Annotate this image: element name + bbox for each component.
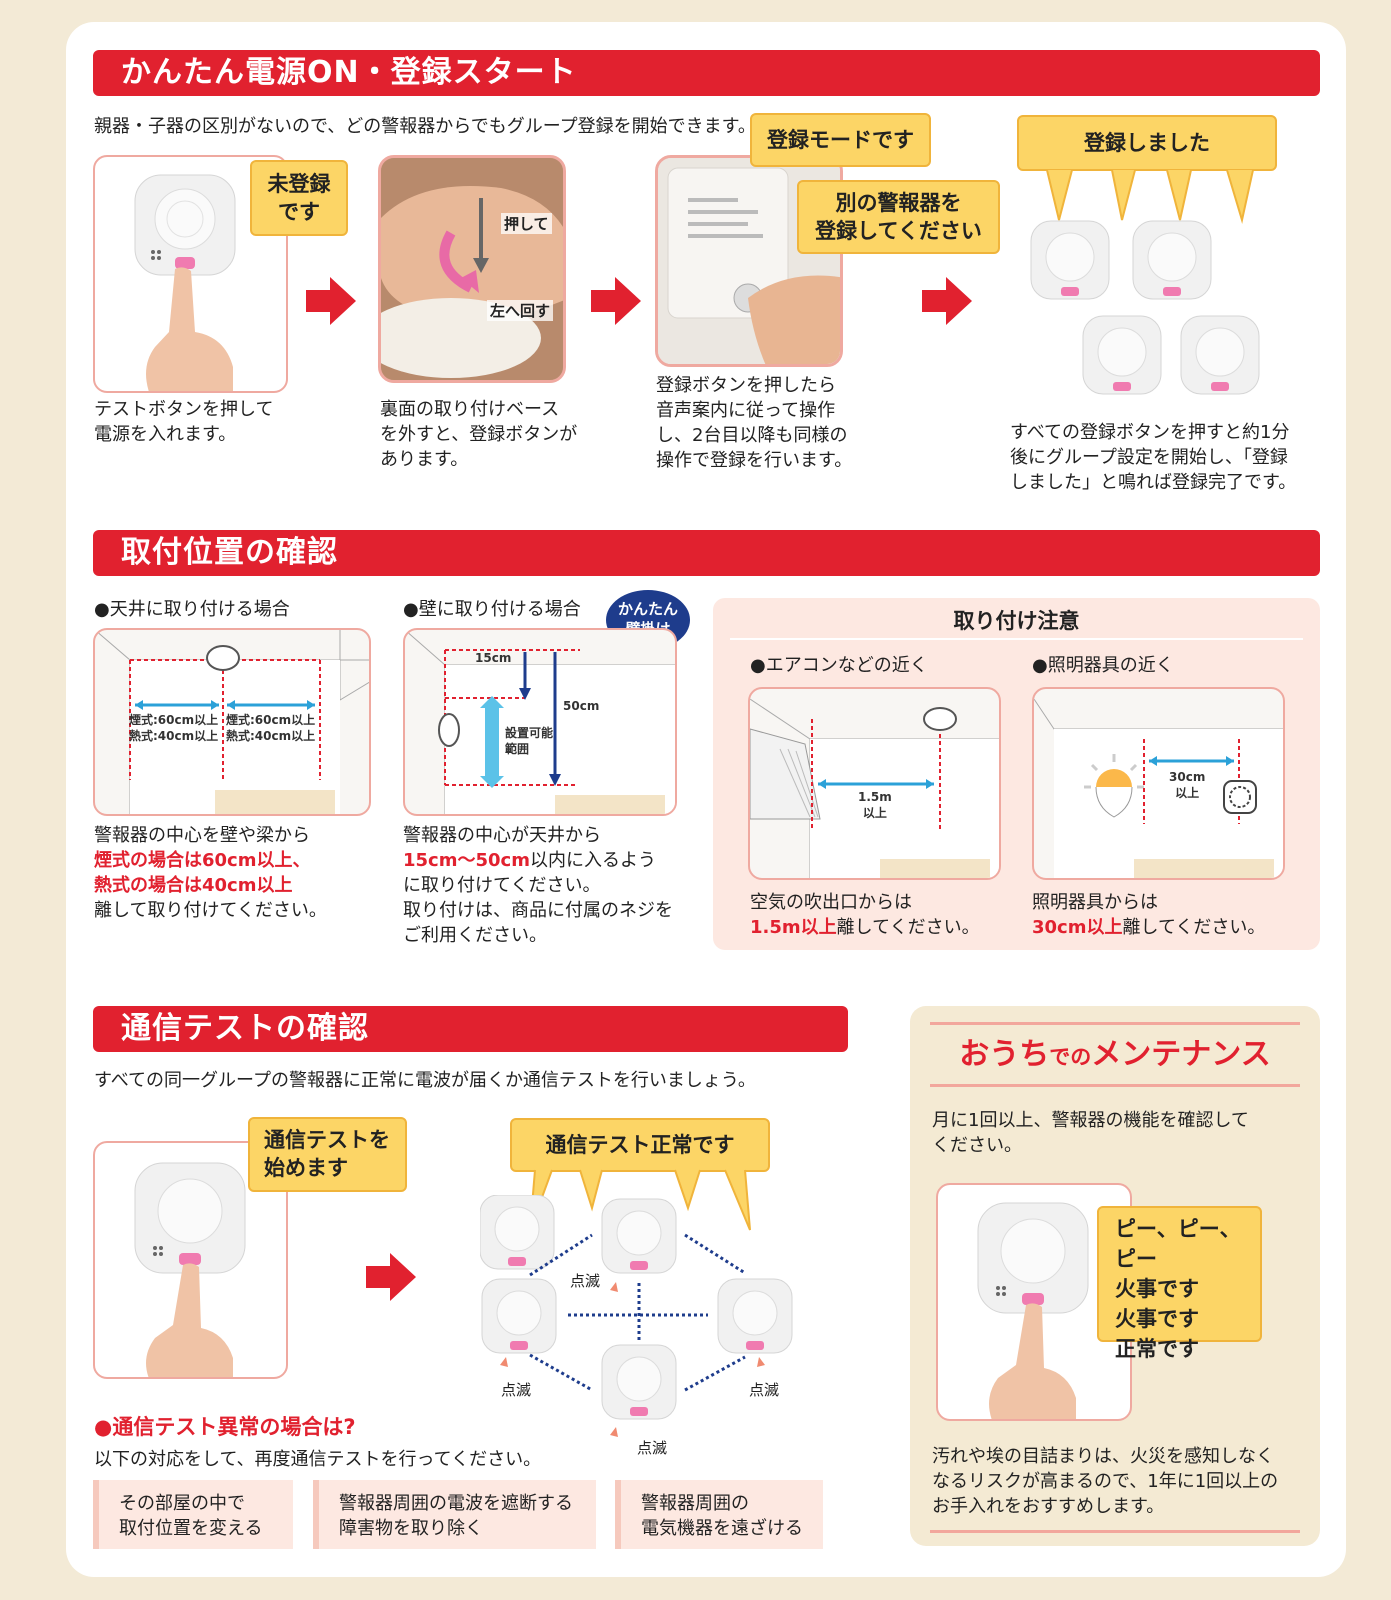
registered-bubble: 登録しました — [1017, 115, 1277, 171]
wall-measure-50cm: 50cm — [563, 699, 600, 713]
four-detectors-network-illustration — [480, 1195, 793, 1437]
light-text: 照明器具からは 30cm以上離してください。 — [1032, 892, 1266, 938]
ceiling-measure-1: 煙式:60cm以上熱式:40cm以上 — [129, 713, 219, 743]
wall-heading: ●壁に取り付ける場合 — [403, 599, 581, 620]
blink-label-2: 点滅 — [501, 1381, 532, 1399]
ceiling-text: 警報器の中心を壁や梁から 煙式の場合は60cm以上、 熱式の場合は40cm以上 … — [94, 825, 327, 921]
fix-box-1: その部屋の中で取付位置を変える — [93, 1480, 293, 1549]
four-detectors-illustration — [1030, 220, 1260, 395]
ceiling-diagram: 煙式:60cm以上熱式:40cm以上 煙式:60cm以上熱式:40cm以上 — [93, 628, 371, 816]
wall-text: 警報器の中心が天井から 15cm〜50cm以内に入るよう に取り付けてください。… — [403, 825, 673, 946]
step3-photo — [655, 155, 843, 367]
unregistered-bubble: 未登録です — [250, 160, 348, 236]
maintenance-title: おうちでのメンテナンス — [959, 1037, 1271, 1072]
hands-removing-base-illustration — [381, 158, 563, 380]
fix-box-2: 警報器周囲の電波を遮断する障害物を取り除く — [313, 1480, 596, 1549]
test-ok-bubble: 通信テスト正常です — [510, 1118, 770, 1172]
start-test-bubble: 通信テストを始めます — [248, 1117, 407, 1192]
section-placement-title: 取付位置の確認 — [93, 530, 1320, 576]
maintenance-bottom-rule — [930, 1530, 1300, 1533]
blink-label-4: 点滅 — [637, 1439, 668, 1457]
light-heading: ●照明器具の近く — [1032, 655, 1174, 676]
aircon-room-illustration — [750, 698, 999, 878]
comm-test-intro: すべての同一グループの警報器に正常に電波が届くか通信テストを行いましょう。 — [94, 1070, 756, 1091]
section-comm-test-title: 通信テストの確認 — [93, 1006, 848, 1052]
maintenance-text: 月に1回以上、警報器の機能を確認してください。 — [932, 1110, 1249, 1156]
ceiling-measure-2: 煙式:60cm以上熱式:40cm以上 — [226, 713, 316, 743]
caution-title: 取り付け注意 — [730, 604, 1303, 640]
turn-left-label: 左へ回す — [487, 300, 554, 321]
aircon-heading: ●エアコンなどの近く — [750, 655, 928, 676]
step4-caption: すべての登録ボタンを押すと約1分後にグループ設定を開始し、「登録しました」と鳴れ… — [1010, 422, 1297, 493]
register-another-bubble: 別の警報器を登録してください — [797, 180, 1000, 254]
detector-with-finger-illustration-3 — [977, 1202, 1089, 1419]
maintenance-top-rule — [930, 1022, 1300, 1025]
section-registration-title: かんたん電源ON・登録スタート — [93, 50, 1320, 96]
maintenance-footnote: 汚れや埃の目詰まりは、火災を感知しなくなるリスクが高まるので、1年に1回以上のお… — [932, 1446, 1279, 1517]
step3-caption: 登録ボタンを押したら音声案内に従って操作し、2台目以降も同様の操作で登録を行いま… — [656, 375, 853, 471]
maintenance-mid-rule — [930, 1084, 1300, 1087]
step-arrow-3-icon — [922, 277, 972, 325]
step-arrow-1-icon — [306, 277, 356, 325]
step-arrow-2-icon — [591, 277, 641, 325]
fix-box-3: 警報器周囲の電気機器を遠ざける — [615, 1480, 823, 1549]
wall-diagram: 15cm 50cm 設置可能範囲 — [403, 628, 677, 816]
step2-photo: 押して 左へ回す — [378, 155, 566, 383]
comm-test-arrow-icon — [366, 1253, 416, 1301]
wall-range-label: 設置可能範囲 — [505, 726, 554, 756]
registration-mode-bubble: 登録モードです — [750, 113, 931, 167]
push-label: 押して — [501, 213, 552, 234]
error-title: ●通信テスト異常の場合は? — [94, 1415, 356, 1439]
light-room-illustration — [1034, 698, 1283, 878]
ceiling-heading: ●天井に取り付ける場合 — [94, 599, 290, 620]
registration-intro: 親器・子器の区別がないので、どの警報器からでもグループ登録を開始できます。 — [94, 116, 756, 137]
detector-with-finger-illustration-2 — [134, 1162, 246, 1377]
register-button-press-illustration — [658, 158, 840, 364]
blink-label-3: 点滅 — [749, 1381, 780, 1399]
ceiling-room-illustration — [95, 630, 369, 814]
wall-measure-15cm: 15cm — [475, 651, 512, 665]
step2-caption: 裏面の取り付けベースを外すと、登録ボタンがあります。 — [380, 399, 578, 470]
aircon-text: 空気の吹出口からは 1.5m以上離してください。 — [750, 892, 980, 938]
blink-label-1: 点滅 — [570, 1272, 601, 1290]
wall-room-illustration — [405, 630, 675, 814]
bubble-tails — [1046, 169, 1254, 224]
step1-caption: テストボタンを押して電源を入れます。 — [94, 399, 274, 445]
voice-guide-bubble: ピー、ピー、ピー火事です火事です正常です — [1097, 1206, 1262, 1361]
detector-with-finger-illustration — [134, 174, 236, 391]
error-text: 以下の対応をして、再度通信テストを行ってください。 — [94, 1449, 542, 1470]
